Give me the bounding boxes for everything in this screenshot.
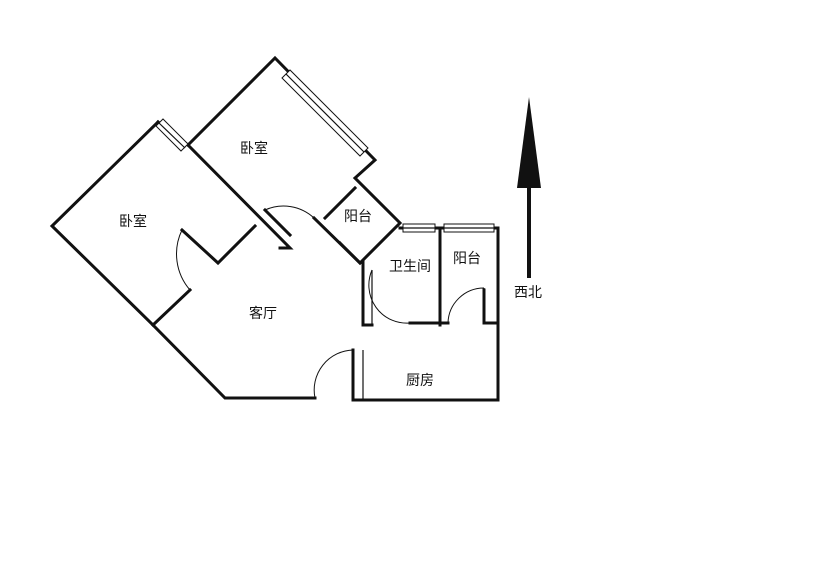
room-label-bathroom: 卫生间: [389, 259, 431, 275]
balcony-small-walls: [322, 185, 363, 266]
door-swings: [176, 205, 485, 399]
compass-label: 西北: [514, 285, 542, 301]
room-label-living-room: 客厅: [249, 305, 277, 322]
window-top-bedroom: [281, 69, 369, 157]
room-label-kitchen: 厨房: [406, 373, 434, 389]
living-room-walls: [150, 226, 500, 402]
north-arrow-icon: [517, 97, 541, 278]
room-label-balcony-small: 阳台: [344, 209, 372, 225]
bedroom-left-walls: [49, 119, 258, 328]
window-left-bedroom: [155, 118, 189, 152]
room-label-balcony-right: 阳台: [453, 251, 481, 267]
window-balcony-right: [443, 223, 495, 233]
window-bathroom: [402, 223, 436, 233]
room-label-bedroom-left: 卧室: [119, 213, 147, 230]
room-label-bedroom-top: 卧室: [240, 140, 268, 157]
